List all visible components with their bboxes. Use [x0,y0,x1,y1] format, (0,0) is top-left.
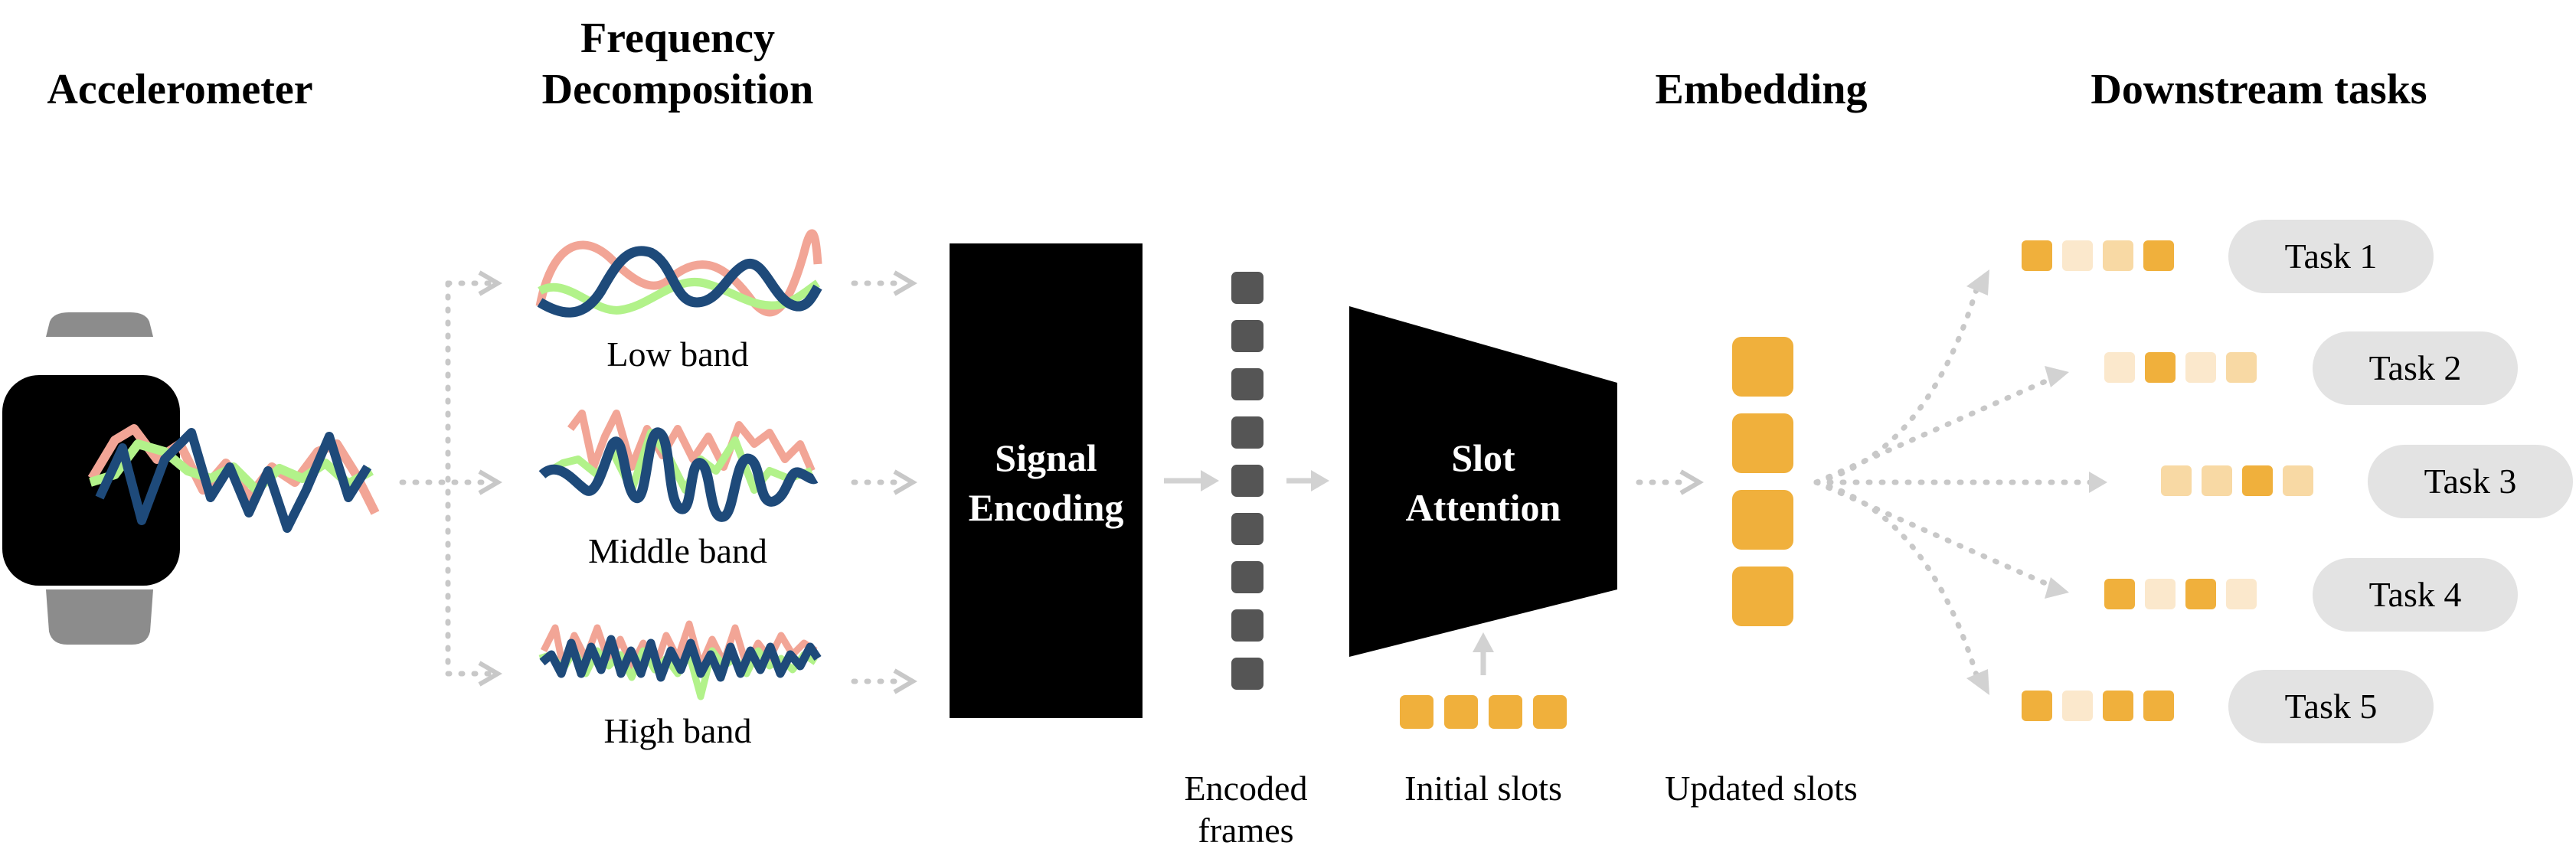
task-slot [2103,691,2133,721]
raw-signal [87,424,380,533]
updated-slots [1732,337,1793,626]
task-row-1: Task 1 [2022,220,2434,293]
frame [1231,368,1263,400]
task-slot [2226,579,2257,609]
task-slot [2104,579,2135,609]
initial-slots [1400,695,1567,729]
frame [1231,658,1263,690]
initial-slot [1444,695,1478,729]
frame [1231,272,1263,304]
frame [1231,320,1263,352]
updated-slot [1732,490,1793,550]
slot-attention-line2: Attention [1406,486,1561,529]
low-band-blue [537,246,822,318]
high-band-blue [539,635,822,682]
signal-encoding-line2: Encoding [969,486,1124,529]
task-slot [2202,465,2232,496]
middle-band-label: Middle band [588,531,767,570]
task-slot [2145,352,2176,383]
task-slot [2185,352,2216,383]
updated-slots-label: Updated slots [1665,769,1858,808]
frame [1231,609,1263,642]
slot-attention-line1: Slot [1451,436,1515,479]
task-slot [2062,691,2093,721]
watch-band-top [46,312,153,337]
task-slot [2143,240,2174,271]
task-slot [2103,240,2133,271]
high-band-label: High band [604,711,752,750]
high-band: High band [538,620,822,750]
updated-slot [1732,567,1793,626]
header-frequency-line1: Frequency [580,15,775,62]
task-pill-5 [2228,670,2434,743]
task-slot [2185,579,2216,609]
watch-band-bottom [46,589,153,645]
task-pill-3 [2368,445,2573,518]
task-label-1: Task 1 [2285,237,2378,276]
attention-arrow [1636,469,1704,495]
task-slot [2143,691,2174,721]
initial-slot [1400,695,1433,729]
encoded-frames-label-line1: Encoded [1185,769,1308,808]
task-slot [2283,465,2313,496]
task-row-5: Task 5 [2022,670,2434,743]
signal-encoding-line1: Signal [995,436,1097,479]
initial-slots-label: Initial slots [1404,769,1562,808]
task-pill-1 [2228,220,2434,293]
task-row-4: Task 4 [2104,558,2518,632]
frame [1231,513,1263,545]
low-band-red [535,229,822,317]
middle-band-red [567,410,816,472]
task-row-3: Task 3 [2161,445,2573,518]
low-band-label: Low band [606,335,748,374]
middle-band: Middle band [538,410,819,570]
header-accelerometer: Accelerometer [47,66,312,113]
frame [1231,465,1263,497]
task-slot [2022,240,2052,271]
band-arrows [851,270,917,694]
initial-slot [1489,695,1522,729]
middle-band-blue [538,427,819,522]
high-band-green [538,647,818,700]
updated-slot [1732,413,1793,473]
fanout-arrows [1813,269,2107,695]
task-label-2: Task 2 [2369,348,2462,387]
header-downstream-tasks: Downstream tasks [2091,66,2427,113]
task-row-2: Task 2 [2104,331,2518,405]
encoded-frames-label-line2: frames [1198,811,1293,850]
task-label-4: Task 4 [2369,575,2462,614]
encoder-arrow [1164,470,1219,491]
task-slot [2161,465,2192,496]
updated-slot [1732,337,1793,397]
task-label-5: Task 5 [2285,687,2378,726]
task-pill-2 [2313,331,2518,405]
task-slot [2145,579,2176,609]
frame [1231,416,1263,449]
task-slot [2062,240,2093,271]
low-band: Low band [535,229,822,374]
raw-signal-blue [95,428,372,533]
header-embedding: Embedding [1656,66,1868,113]
task-slot [2022,691,2052,721]
task-label-3: Task 3 [2424,462,2517,501]
initial-slots-arrow [1473,632,1494,675]
signal-encoding-block: Signal Encoding [950,243,1143,718]
task-slot [2226,352,2257,383]
slot-attention-block: Slot Attention [1349,306,1617,657]
header-frequency-line2: Decomposition [542,66,814,113]
encoded-frames [1231,272,1263,690]
task-slot [2242,465,2273,496]
branch-arrows [399,270,502,687]
task-slot [2104,352,2135,383]
frames-arrow [1286,470,1329,491]
initial-slot [1533,695,1567,729]
task-pill-4 [2313,558,2518,632]
frame [1231,561,1263,593]
